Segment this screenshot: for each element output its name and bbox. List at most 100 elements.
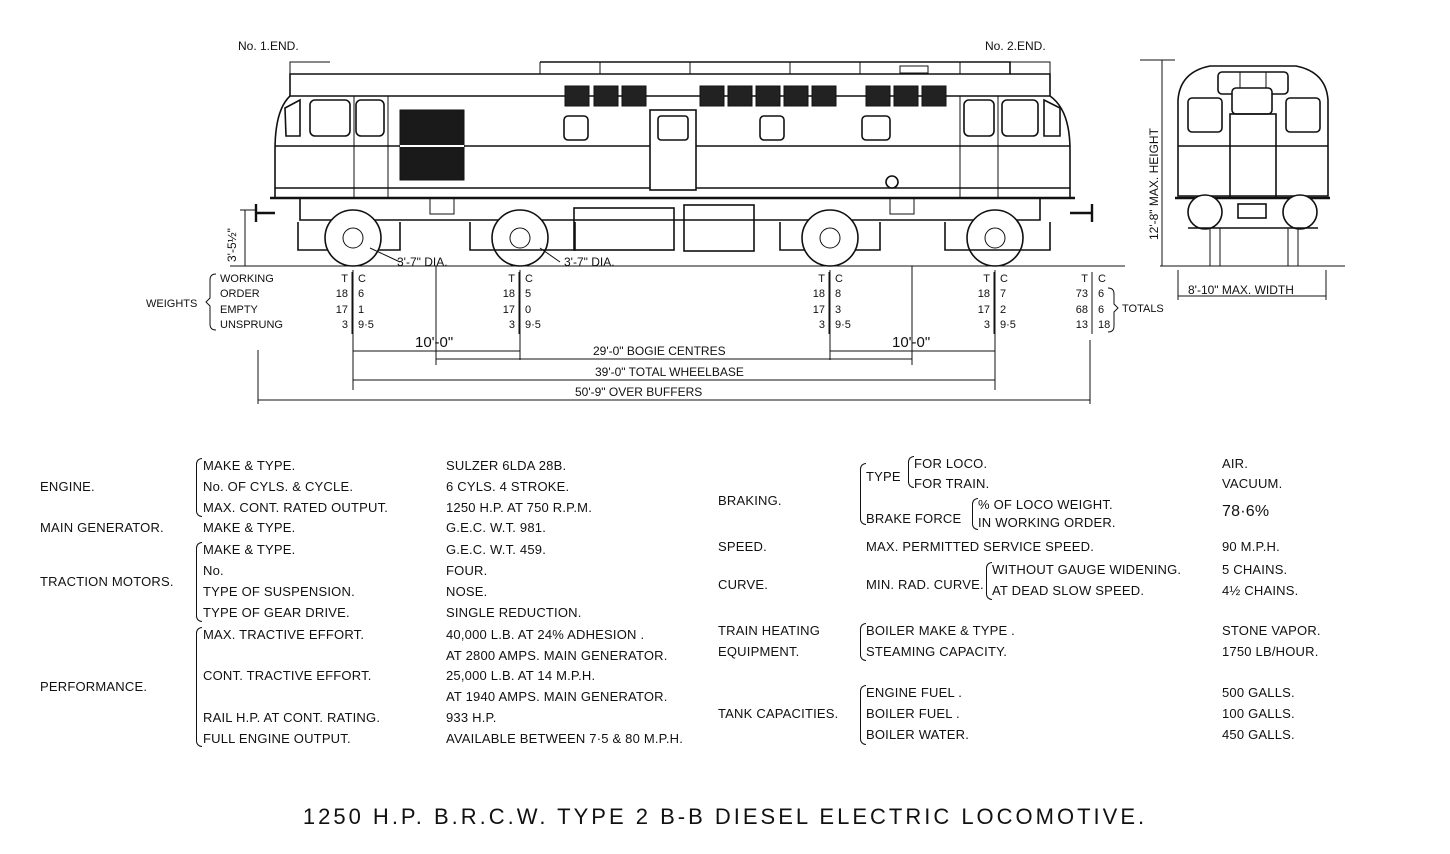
axle-4-row-1-tons: 18	[978, 288, 990, 300]
perf-max-te-label: MAX. TRACTIVE EFFORT.	[203, 627, 365, 642]
tm-gear-value: SINGLE REDUCTION.	[446, 605, 582, 620]
brake-loco-value: AIR.	[1222, 456, 1249, 471]
axle-2-row-3-tons: 3	[509, 319, 515, 331]
end-elevation	[1140, 59, 1345, 300]
axle-1-row-1-cwt: 6	[358, 288, 364, 300]
axle-1-row-2-cwt: 1	[358, 304, 364, 316]
tm-susp-label: TYPE OF SUSPENSION.	[203, 584, 355, 599]
max-height-dim: 12'-8" MAX. HEIGHT	[1147, 127, 1161, 240]
side-elevation	[230, 61, 1125, 404]
brake-type-label: TYPE	[866, 469, 901, 484]
heating-steam-value: 1750 LB/HOUR.	[1222, 644, 1319, 659]
axle-5-row-2-cwt: 6	[1098, 304, 1104, 316]
curve-line-2: AT DEAD SLOW SPEED.	[992, 583, 1145, 598]
heating-heading: TRAIN HEATING	[718, 623, 821, 638]
axle-3-row-0-tons: T	[818, 273, 825, 285]
tank-engine-fuel-value: 500 GALLS.	[1222, 685, 1295, 700]
over-buffers-dim: 50'-9" OVER BUFFERS	[575, 385, 702, 399]
curve-heading: CURVE.	[718, 577, 769, 592]
heating-boiler-value: STONE VAPOR.	[1222, 623, 1321, 638]
axle-5-row-1-tons: 73	[1076, 288, 1088, 300]
speed-value: 90 M.P.H.	[1222, 539, 1280, 554]
engine-output-value: 1250 H.P. AT 750 R.P.M.	[446, 500, 593, 515]
bogie-wheelbase-1: 10'-0"	[415, 334, 453, 351]
brake-force-value: 78·6%	[1222, 503, 1270, 520]
curve-value-2: 4½ CHAINS.	[1222, 583, 1299, 598]
tank-boiler-fuel-label: BOILER FUEL .	[866, 706, 960, 721]
brake-train-label: FOR TRAIN.	[914, 476, 990, 491]
tank-engine-fuel-label: ENGINE FUEL .	[866, 685, 963, 700]
perf-cont-te-value-2: AT 1940 AMPS. MAIN GENERATOR.	[446, 689, 668, 704]
wheel-dia-2: 3'-7" DIA.	[564, 255, 615, 269]
tm-gear-label: TYPE OF GEAR DRIVE.	[203, 605, 350, 620]
performance-heading: PERFORMANCE.	[40, 679, 148, 694]
main-generator-make-label: MAKE & TYPE.	[203, 520, 296, 535]
weight-row-order: ORDER	[220, 288, 260, 300]
main-generator-heading: MAIN GENERATOR.	[40, 520, 164, 535]
weights-label: WEIGHTS	[146, 298, 197, 310]
braking-heading: BRAKING.	[718, 493, 782, 508]
brake-loco-label: FOR LOCO.	[914, 456, 988, 471]
main-generator-make-value: G.E.C. W.T. 981.	[446, 520, 547, 535]
axle-3-row-1-tons: 18	[813, 288, 825, 300]
traction-brace	[196, 542, 202, 622]
axle-2-row-2-cwt: 0	[525, 304, 531, 316]
heating-boiler-label: BOILER MAKE & TYPE .	[866, 623, 1015, 638]
axle-5-row-3-cwt: 18	[1098, 319, 1110, 331]
axle-5-row-3-tons: 13	[1076, 319, 1088, 331]
axle-1-row-3-cwt: 9·5	[358, 319, 374, 331]
drawing-title: 1250 H.P. B.R.C.W. TYPE 2 B-B DIESEL ELE…	[302, 804, 1148, 829]
axle-4-row-2-cwt: 2	[1000, 304, 1006, 316]
perf-cont-te-value: 25,000 L.B. AT 14 M.P.H.	[446, 668, 596, 683]
perf-rail-hp-label: RAIL H.P. AT CONT. RATING.	[203, 710, 381, 725]
weight-row-working: WORKING	[220, 273, 274, 285]
axle-5-row-0-tons: T	[1081, 273, 1088, 285]
axle-3-row-1-cwt: 8	[835, 288, 841, 300]
tanks-brace	[860, 685, 866, 745]
axle-4-row-1-cwt: 7	[1000, 288, 1006, 300]
engine-output-label: MAX. CONT. RATED OUTPUT.	[203, 500, 389, 515]
end-2-label: No. 2.END.	[985, 39, 1046, 53]
engine-make-label: MAKE & TYPE.	[203, 458, 296, 473]
engine-cyls-label: No. OF CYLS. & CYCLE.	[203, 479, 354, 494]
perf-max-te-value: 40,000 L.B. AT 24% ADHESION .	[446, 627, 645, 642]
heating-steam-label: STEAMING CAPACITY.	[866, 644, 1008, 659]
engine-cyls-value: 6 CYLS. 4 STROKE.	[446, 479, 570, 494]
tm-no-value: FOUR.	[446, 563, 488, 578]
axle-1-row-1-tons: 18	[336, 288, 348, 300]
brake-force-line-2: IN WORKING ORDER.	[978, 515, 1116, 530]
axle-1-row-2-tons: 17	[336, 304, 348, 316]
curve-desc: MIN. RAD. CURVE.	[866, 577, 984, 592]
tank-boiler-water-label: BOILER WATER.	[866, 727, 970, 742]
axle-3-row-3-tons: 3	[819, 319, 825, 331]
axle-2-row-0-cwt: C	[525, 273, 533, 285]
curve-line-1: WITHOUT GAUGE WIDENING.	[992, 562, 1182, 577]
heating-heading-2: EQUIPMENT.	[718, 644, 800, 659]
max-width-dim: 8'-10" MAX. WIDTH	[1188, 283, 1294, 297]
axle-2-row-3-cwt: 9·5	[525, 319, 541, 331]
traction-motors-heading: TRACTION MOTORS.	[40, 574, 174, 589]
tm-make-value: G.E.C. W.T. 459.	[446, 542, 547, 557]
perf-max-te-value-2: AT 2800 AMPS. MAIN GENERATOR.	[446, 648, 668, 663]
tm-susp-value: NOSE.	[446, 584, 488, 599]
axle-4-row-0-tons: T	[983, 273, 990, 285]
heating-brace	[860, 623, 866, 661]
speed-desc: MAX. PERMITTED SERVICE SPEED.	[866, 539, 1095, 554]
axle-3-row-2-tons: 17	[813, 304, 825, 316]
engine-brace	[196, 458, 202, 517]
end-1-label: No. 1.END.	[238, 39, 299, 53]
wheel-dia-1: 3'-7" DIA.	[397, 255, 448, 269]
total-wheelbase-dim: 39'-0" TOTAL WHEELBASE	[595, 365, 744, 379]
axle-4-row-2-tons: 17	[978, 304, 990, 316]
buffer-height-dim: 3'-5½"	[225, 228, 239, 262]
engine-make-value: SULZER 6LDA 28B.	[446, 458, 567, 473]
axle-1-row-3-tons: 3	[342, 319, 348, 331]
brake-force-line-1: % OF LOCO WEIGHT.	[978, 497, 1113, 512]
tm-no-label: No.	[203, 563, 224, 578]
louvres	[564, 85, 947, 107]
curve-value-1: 5 CHAINS.	[1222, 562, 1288, 577]
curve-brace	[986, 562, 992, 600]
axle-2-row-1-cwt: 5	[525, 288, 531, 300]
axle-2-row-2-tons: 17	[503, 304, 515, 316]
performance-brace	[196, 627, 202, 747]
